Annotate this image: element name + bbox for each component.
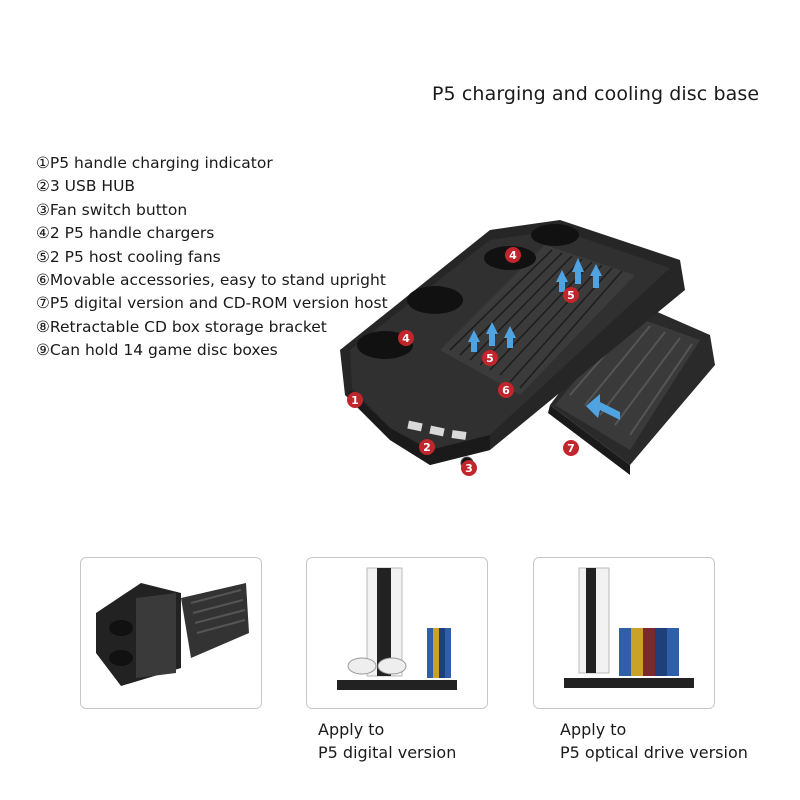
svg-text:2: 2 bbox=[423, 441, 431, 454]
feature-item: ⑦P5 digital version and CD-ROM version h… bbox=[36, 294, 388, 313]
svg-text:6: 6 bbox=[502, 384, 510, 397]
svg-text:3: 3 bbox=[465, 462, 473, 475]
digital-console-photo bbox=[337, 567, 457, 690]
feature-item: ③Fan switch button bbox=[36, 200, 188, 219]
marker-3: 3 bbox=[461, 460, 477, 476]
airflow-arrows bbox=[468, 258, 620, 420]
caption-line: P5 digital version bbox=[318, 743, 457, 762]
marker-4a: 4 bbox=[398, 330, 414, 346]
svg-text:7: 7 bbox=[567, 442, 575, 455]
main-product-illustration: 1 2 3 4 4 5 5 6 7 bbox=[340, 220, 715, 476]
caption-line: Apply to bbox=[560, 720, 627, 739]
feature-item: ④2 P5 handle chargers bbox=[36, 224, 215, 243]
markers: 1 2 3 4 4 5 5 6 7 bbox=[347, 247, 579, 476]
caption-line: P5 optical drive version bbox=[560, 743, 748, 762]
photo-optical-version bbox=[533, 557, 715, 709]
svg-text:4: 4 bbox=[509, 249, 517, 262]
page-title: P5 charging and cooling disc base bbox=[432, 83, 760, 105]
caption-line: Apply to bbox=[318, 720, 385, 739]
marker-4b: 4 bbox=[505, 247, 521, 263]
photo-base-angle bbox=[80, 557, 262, 709]
feature-item: ⑥Movable accessories, easy to stand upri… bbox=[36, 271, 386, 290]
svg-text:5: 5 bbox=[567, 289, 575, 302]
optical-console-photo bbox=[564, 567, 694, 688]
svg-text:5: 5 bbox=[486, 352, 494, 365]
marker-2: 2 bbox=[419, 439, 435, 455]
feature-item: ②3 USB HUB bbox=[36, 177, 136, 196]
feature-item: ①P5 handle charging indicator bbox=[36, 154, 273, 172]
feature-item: ⑧Retractable CD box storage bracket bbox=[36, 317, 327, 336]
marker-5b: 5 bbox=[482, 350, 498, 366]
caption-digital: Apply to P5 digital version bbox=[318, 718, 456, 764]
feature-item: ⑨Can hold 14 game disc boxes bbox=[36, 341, 278, 360]
marker-6: 6 bbox=[498, 382, 514, 398]
marker-1: 1 bbox=[347, 392, 363, 408]
marker-7: 7 bbox=[563, 440, 579, 456]
caption-optical: Apply to P5 optical drive version bbox=[560, 718, 748, 764]
marker-5a: 5 bbox=[563, 287, 579, 303]
base-photo bbox=[96, 583, 249, 686]
feature-item: ⑤2 P5 host cooling fans bbox=[36, 247, 221, 266]
feature-list: ①P5 handle charging indicator ②3 USB HUB… bbox=[36, 152, 388, 363]
photo-digital-version bbox=[306, 557, 488, 709]
svg-text:1: 1 bbox=[351, 394, 359, 407]
svg-text:4: 4 bbox=[402, 332, 410, 345]
